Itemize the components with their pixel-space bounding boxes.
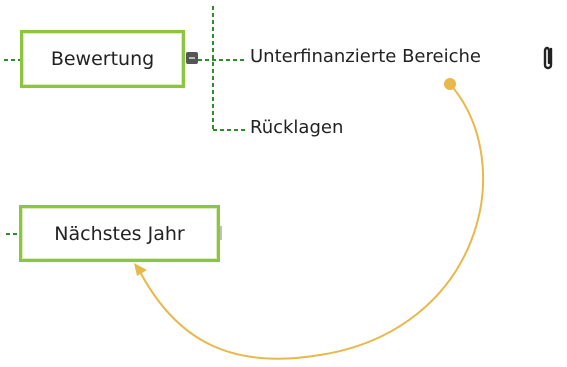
relationship-arrowhead [134, 263, 147, 276]
collapse-toggle-icon[interactable] [186, 52, 198, 64]
paperclip-icon[interactable] [537, 42, 559, 74]
topic-bewertung-label: Bewertung [50, 48, 155, 70]
subtopic-unterfinanzierte-bereiche[interactable]: Unterfinanzierte Bereiche [250, 46, 481, 67]
subtopic-unterfinanzierte-bereiche-label: Unterfinanzierte Bereiche [250, 46, 481, 67]
topic-naechstes-jahr-edge-marker [220, 226, 222, 240]
relationship-start-handle[interactable] [444, 78, 456, 90]
relationship-line[interactable] [137, 83, 484, 360]
topic-naechstes-jahr[interactable]: Nächstes Jahr [19, 205, 220, 262]
subtopic-ruecklagen-label: Rücklagen [250, 117, 344, 138]
topic-bewertung[interactable]: Bewertung [20, 30, 185, 88]
topic-naechstes-jahr-label: Nächstes Jahr [54, 222, 185, 245]
subtopic-ruecklagen[interactable]: Rücklagen [250, 117, 343, 138]
